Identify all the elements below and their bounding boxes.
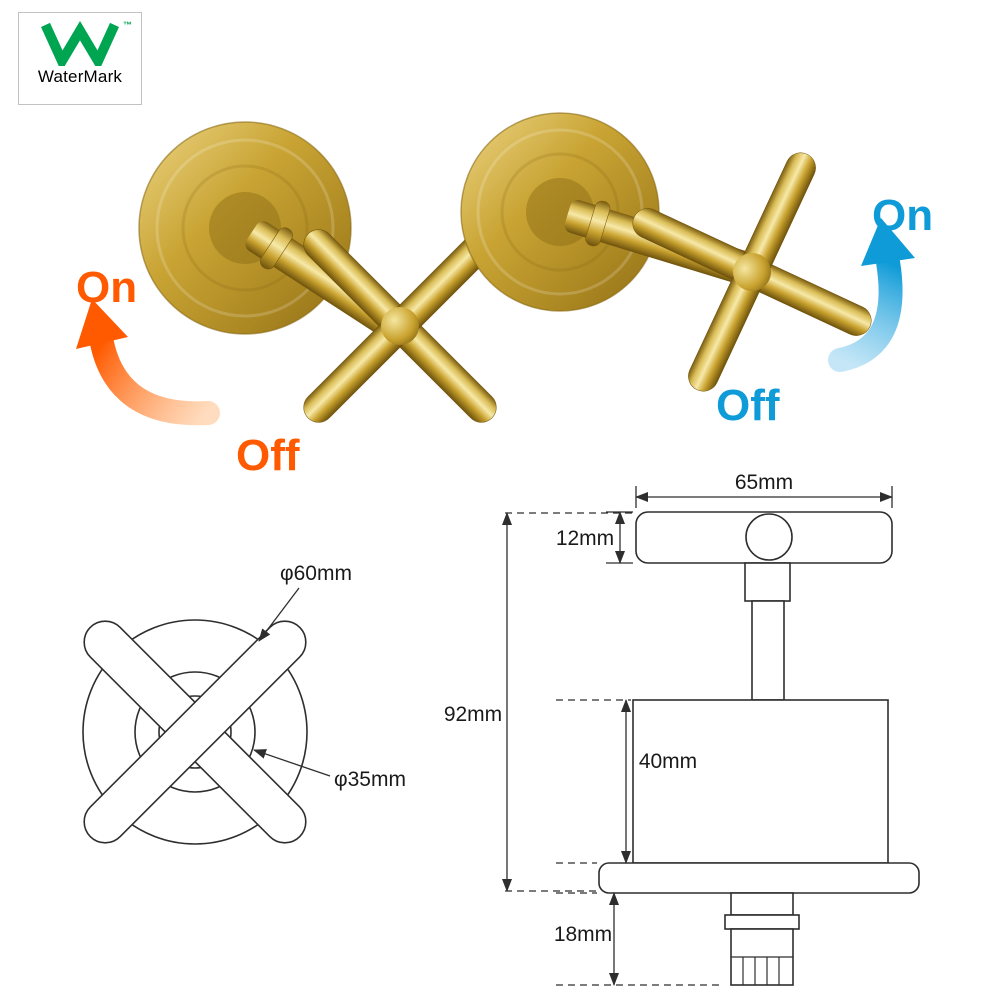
front-view-spindle-circle [158, 695, 232, 769]
right-off-label: Off [716, 381, 780, 430]
right-rotation-arrow [828, 250, 903, 372]
side-view-stem [751, 600, 785, 701]
outer-diameter-leader-line [258, 587, 300, 642]
left-tap [138, 121, 497, 423]
right-tap [460, 112, 872, 392]
left-handle-cap [381, 307, 419, 345]
left-rotation-arrow [90, 331, 220, 426]
body-height-dimension-label: 40mm [639, 750, 697, 773]
side-view-spindle [724, 892, 800, 986]
dimension-lines [502, 486, 893, 986]
side-view-body [632, 699, 889, 864]
left-tap-flange [138, 121, 352, 335]
extension-lines [505, 512, 720, 986]
watermark-label: WaterMark [37, 67, 123, 86]
width-dimension-label: 65mm [735, 471, 793, 494]
watermark-certification-logo: ™ WaterMark [18, 12, 142, 105]
front-view-flange-circle [82, 619, 308, 845]
inner-diameter-leader-line [253, 749, 331, 777]
left-on-label: On [76, 263, 137, 312]
inner-diameter-label: φ35mm [334, 768, 406, 791]
right-rotation-arrowhead [861, 218, 915, 266]
rotation-annotations: On Off On Off [76, 191, 933, 480]
side-view-diagram: 65mm 12mm 92mm 40mm 18mm [444, 471, 920, 986]
side-view-collar [744, 562, 791, 602]
right-handle-cap [733, 253, 771, 291]
outer-diameter-label: φ60mm [280, 562, 352, 585]
right-tap-cross-handle [632, 152, 872, 392]
watermark-w-icon [41, 21, 119, 66]
front-view-inner-circle [134, 671, 256, 793]
spindle-height-dimension-label: 18mm [554, 923, 612, 946]
side-view-flange [598, 862, 920, 894]
side-view-handle-hub [745, 513, 793, 561]
left-tap-cross-handle [303, 229, 497, 423]
handle-height-dimension-label: 12mm [556, 527, 614, 550]
product-photo: On Off On Off [76, 112, 933, 480]
front-view-diagram: φ60mm φ35mm [82, 562, 406, 845]
trademark-symbol: ™ [123, 20, 132, 30]
total-height-dimension-label: 92mm [444, 703, 502, 726]
left-off-label: Off [236, 431, 300, 480]
front-view-cross-handle [83, 620, 307, 844]
left-rotation-arrowhead [76, 299, 128, 349]
right-tap-flange [460, 112, 660, 312]
